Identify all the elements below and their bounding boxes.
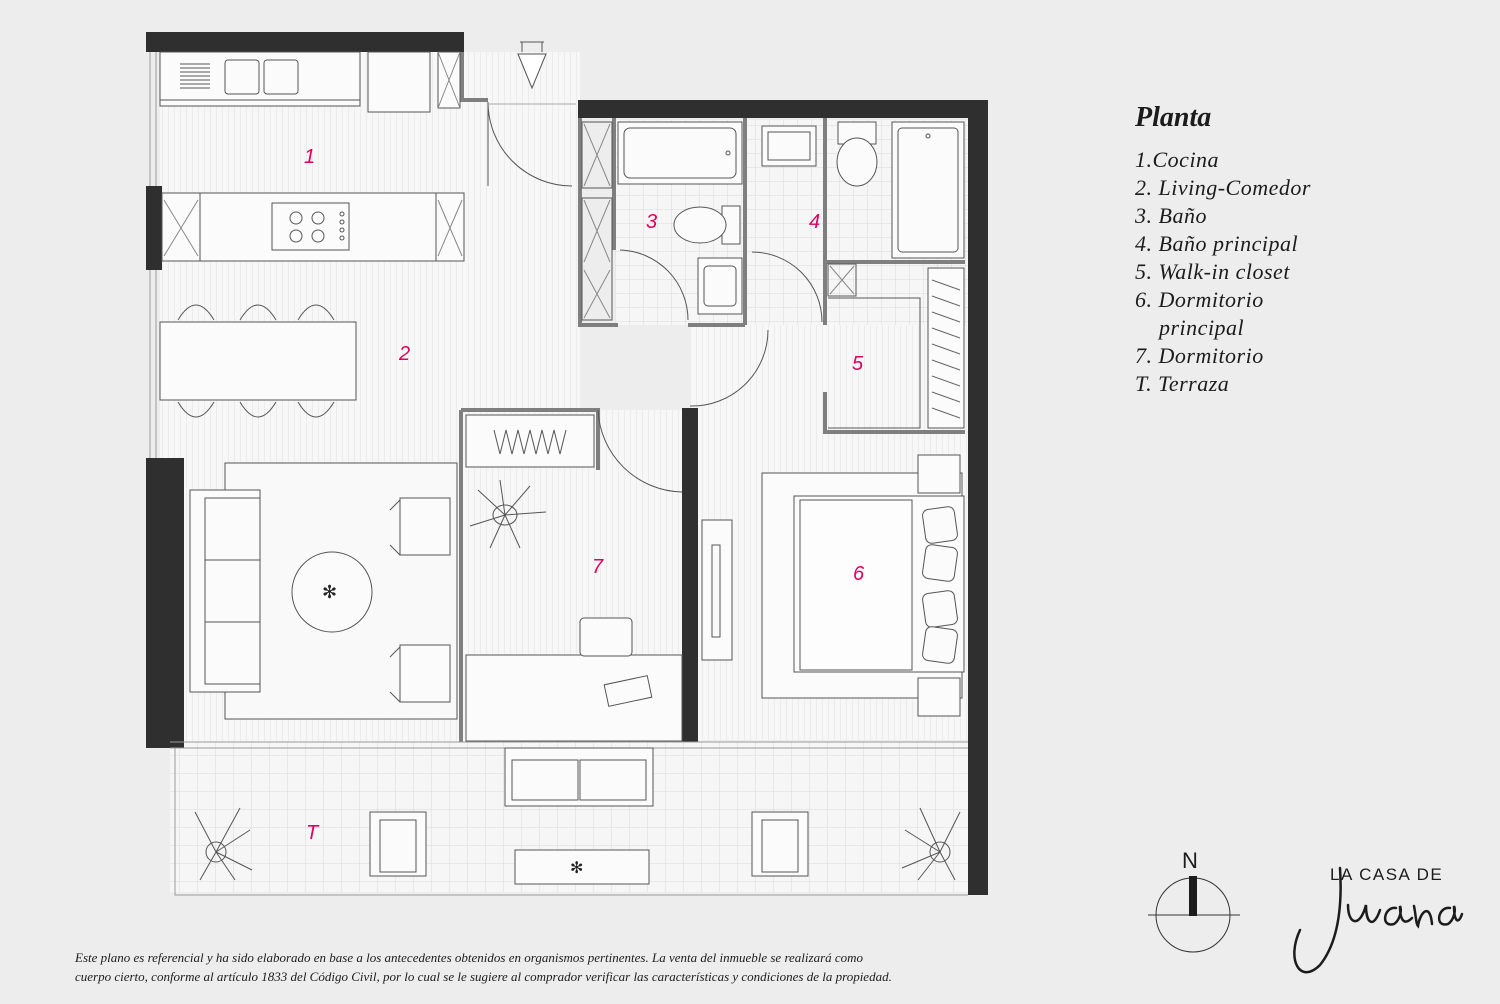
room-label-3: 3 (646, 211, 657, 233)
bedroom-7-furniture (465, 409, 683, 742)
room-label-2: 2 (398, 343, 410, 365)
legend: Planta 1.Cocina 2. Living-Comedor 3. Bañ… (1135, 102, 1311, 398)
disclaimer: Este plano es referencial y ha sido elab… (75, 948, 1135, 986)
legend-item-bathroom: 3. Baño (1135, 203, 1207, 228)
room-label-7: 7 (592, 556, 604, 578)
disclaimer-line-1: Este plano es referencial y ha sido elab… (75, 950, 864, 965)
room-label-5: 5 (852, 353, 864, 375)
entry-door (487, 41, 576, 187)
legend-item-walk-in-closet: 5. Walk-in closet (1135, 259, 1290, 284)
legend-item-main-bedroom-line1: 6. Dormitorio (1135, 287, 1264, 312)
terrace-plant-right-icon (901, 807, 961, 881)
walk-in-closet (689, 263, 965, 429)
bedroom-6-furniture (701, 454, 965, 717)
terrace-plant-left-icon (194, 807, 253, 881)
living-room-set: ✻ (189, 462, 458, 720)
room-label-4: 4 (809, 211, 820, 233)
brand-script-signature (1293, 866, 1464, 974)
legend-item-main-bedroom-line2: principal (1159, 315, 1245, 340)
fridge (367, 51, 431, 113)
dining-table (159, 304, 357, 418)
disclaimer-line-2: cuerpo cierto, conforme al artículo 1833… (75, 969, 892, 984)
brand-logo: LA CASA DE (1293, 865, 1464, 974)
partitions (459, 52, 965, 742)
legend-title: Planta (1135, 102, 1212, 133)
legend-item-terrace: T. Terraza (1135, 371, 1230, 396)
legend-item-main-bedroom: 6. Dormitorio principal (1135, 286, 1311, 342)
brand-top-text: LA CASA DE (1330, 865, 1443, 884)
room-labels: 1 2 3 4 5 6 7 T (304, 146, 865, 844)
coffee-table (291, 551, 373, 633)
plant-icon (469, 479, 547, 549)
kitchen-island (161, 192, 465, 262)
bathroom-3 (581, 121, 743, 321)
bathroom-4 (751, 121, 965, 323)
legend-item-living-dining: 2. Living-Comedor (1135, 175, 1311, 200)
legend-item-main-bathroom: 4. Baño principal (1135, 231, 1299, 256)
room-label-1: 1 (304, 146, 315, 168)
entrance-arrow-icon (517, 41, 547, 90)
compass-north-label: N (1182, 848, 1198, 873)
terrace-furniture: ✻ (194, 747, 961, 885)
pillows (922, 506, 958, 664)
armchairs (389, 497, 451, 703)
svg-text:✻: ✻ (322, 582, 337, 603)
cooktop-icon (271, 202, 350, 251)
legend-list: 1.Cocina 2. Living-Comedor 3. Baño 4. Ba… (1135, 146, 1311, 398)
room-label-6: 6 (853, 563, 865, 585)
room-label-terrace: T (306, 822, 320, 844)
legend-item-bedroom: 7. Dormitorio (1135, 343, 1264, 368)
legend-item-kitchen: 1.Cocina (1135, 147, 1220, 172)
kitchen-counter (159, 51, 461, 113)
walls (146, 32, 988, 895)
sink-icon (224, 59, 299, 95)
svg-text:✻: ✻ (570, 858, 583, 877)
north-compass-icon: N (1148, 848, 1240, 953)
